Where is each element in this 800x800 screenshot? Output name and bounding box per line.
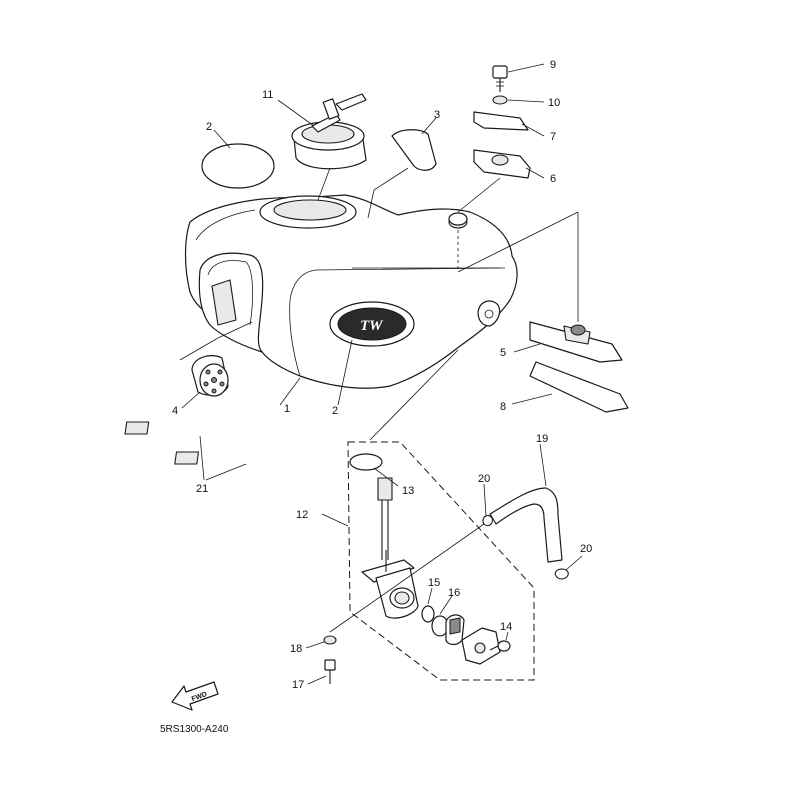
lever (445, 614, 465, 646)
callout-labels: 1 2 2 3 4 5 6 7 8 9 10 11 12 13 14 15 16… (172, 59, 592, 691)
fuel-hose (489, 487, 563, 563)
callout-9: 9 (550, 59, 556, 71)
callout-18: 18 (290, 643, 302, 655)
o-ring-13 (349, 453, 383, 471)
bracket-6-hole (491, 154, 509, 166)
hose-clip-a (482, 515, 493, 527)
callout-15: 15 (428, 577, 440, 589)
diagram-code: 5RS1300-A240 (160, 724, 229, 735)
washer-18 (323, 635, 337, 645)
callout-2-gasket: 2 (206, 121, 212, 133)
callout-2-emblem: 2 (332, 405, 338, 417)
callout-17: 17 (292, 679, 304, 691)
seal-15 (421, 605, 435, 623)
callout-6: 6 (550, 173, 556, 185)
emblem-text: TW (360, 318, 384, 334)
damper-grommet (191, 355, 229, 397)
screw-14 (489, 640, 511, 652)
fuel-strainer (377, 477, 393, 560)
callout-20-b: 20 (580, 543, 592, 555)
bolt-9 (492, 65, 508, 92)
callout-21: 21 (196, 483, 208, 495)
callout-14: 14 (500, 621, 512, 633)
fuel-cap (291, 93, 367, 170)
rubber-damper (391, 129, 437, 171)
decal-21-b (174, 451, 200, 465)
callout-16: 16 (448, 587, 460, 599)
callout-7: 7 (550, 131, 556, 143)
callout-5: 5 (500, 347, 506, 359)
leader-lines (179, 63, 583, 685)
hose-clip-b (554, 568, 569, 580)
callout-11: 11 (262, 89, 273, 101)
tank-emblem: TW (329, 301, 415, 347)
callout-1: 1 (284, 403, 290, 415)
callout-10: 10 (548, 97, 560, 109)
callout-3: 3 (434, 109, 440, 121)
callout-19: 19 (536, 433, 548, 445)
tank-pad (529, 361, 629, 413)
tank-stay (529, 321, 623, 363)
fuel-cock-group-outline (347, 441, 535, 681)
callout-13: 13 (402, 485, 414, 497)
callout-20-a: 20 (478, 473, 490, 485)
bracket-7 (473, 111, 529, 131)
decal-21-a (124, 421, 150, 435)
fuel-cock (361, 550, 419, 619)
washer-10 (492, 95, 508, 105)
callout-8: 8 (500, 401, 506, 413)
forward-arrow-icon: FWD (171, 681, 219, 711)
cap-gasket (201, 143, 275, 189)
fuel-tank (184, 194, 518, 389)
callout-12: 12 (296, 509, 308, 521)
cover-plate (461, 627, 501, 665)
bolt-17 (324, 659, 336, 684)
callout-4: 4 (172, 405, 178, 417)
